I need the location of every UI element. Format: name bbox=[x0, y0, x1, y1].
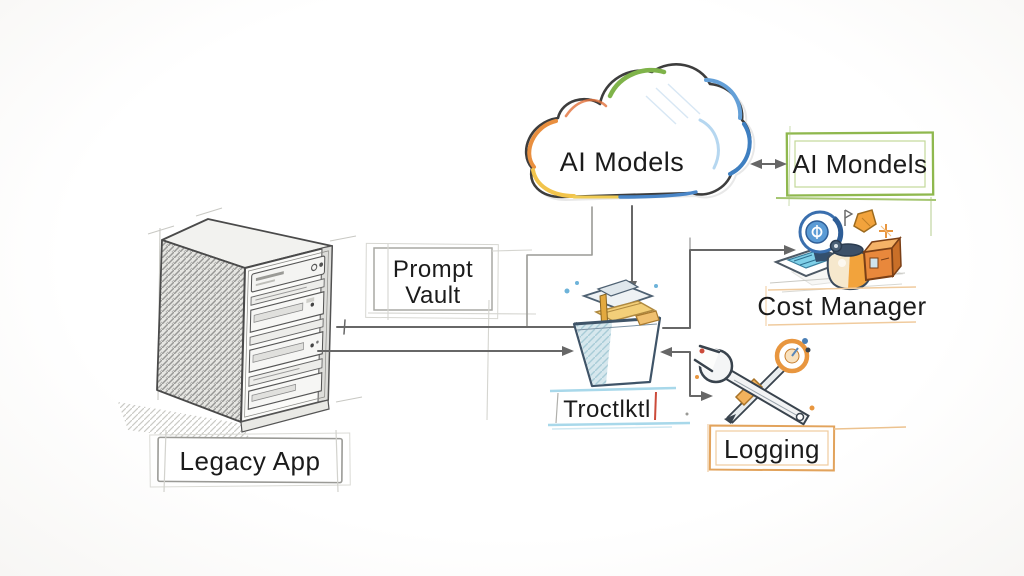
connector-cloud-to-ai-models-box bbox=[750, 159, 787, 169]
cost-manager-label-box: Cost Manager bbox=[757, 286, 926, 326]
prompt-vault-label-line1: Prompt bbox=[393, 256, 473, 283]
red-tick bbox=[654, 391, 657, 421]
connector-server-to-toolkit-lower bbox=[317, 346, 574, 356]
connector-cloud-to-toolkit bbox=[627, 205, 637, 293]
connector-toolkit-to-cost-manager bbox=[662, 237, 796, 329]
ai-models-box-node: AI Mondels bbox=[775, 125, 937, 236]
connectors bbox=[317, 159, 796, 401]
coin-icon bbox=[798, 210, 844, 262]
cloud-icon bbox=[524, 63, 756, 202]
toolkit-node: Troctlktl bbox=[547, 279, 691, 430]
droplet-icon bbox=[654, 284, 658, 288]
sketch-guides bbox=[833, 426, 907, 430]
sketch-marks bbox=[844, 209, 893, 238]
connector-cloud-to-prompt-vault bbox=[526, 206, 593, 327]
prompt-vault-node: Prompt Vault bbox=[365, 242, 537, 421]
cost-icons bbox=[769, 209, 906, 293]
connector-server-to-toolkit-upper bbox=[336, 319, 588, 335]
wrench-icon bbox=[685, 338, 815, 435]
logging-label: Logging bbox=[724, 434, 820, 464]
droplet-icon bbox=[575, 281, 579, 285]
server-bays bbox=[244, 250, 329, 418]
cost-manager-label: Cost Manager bbox=[757, 291, 926, 321]
legacy-app-label: Legacy App bbox=[180, 446, 321, 476]
ai-models-cloud-node: AI Models bbox=[524, 63, 756, 202]
cloud-label: AI Models bbox=[560, 147, 685, 177]
droplet-icon bbox=[564, 288, 570, 294]
logging-label-box: Logging bbox=[707, 424, 907, 472]
sketch-guides bbox=[775, 125, 937, 236]
cost-manager-node: Cost Manager bbox=[757, 209, 926, 326]
sketch-guides bbox=[367, 244, 537, 421]
cloud-texture bbox=[645, 83, 701, 125]
ai-models-box-label: AI Mondels bbox=[792, 149, 927, 179]
box-icon bbox=[862, 235, 902, 282]
gauge-icon bbox=[774, 338, 811, 374]
legacy-app-label-box: Legacy App bbox=[149, 429, 351, 493]
toolkit-label-box: Troctlktl bbox=[547, 386, 691, 430]
prompt-vault-label-line2: Vault bbox=[405, 282, 460, 309]
legacy-app-node: Legacy App bbox=[118, 207, 363, 493]
toolbox-icon bbox=[564, 279, 662, 388]
connector-toolkit-to-logging bbox=[660, 347, 713, 401]
server-icon bbox=[156, 218, 333, 433]
server-shadow bbox=[118, 402, 254, 447]
toolkit-label: Troctlktl bbox=[563, 396, 651, 423]
logging-node: Logging bbox=[685, 338, 907, 472]
